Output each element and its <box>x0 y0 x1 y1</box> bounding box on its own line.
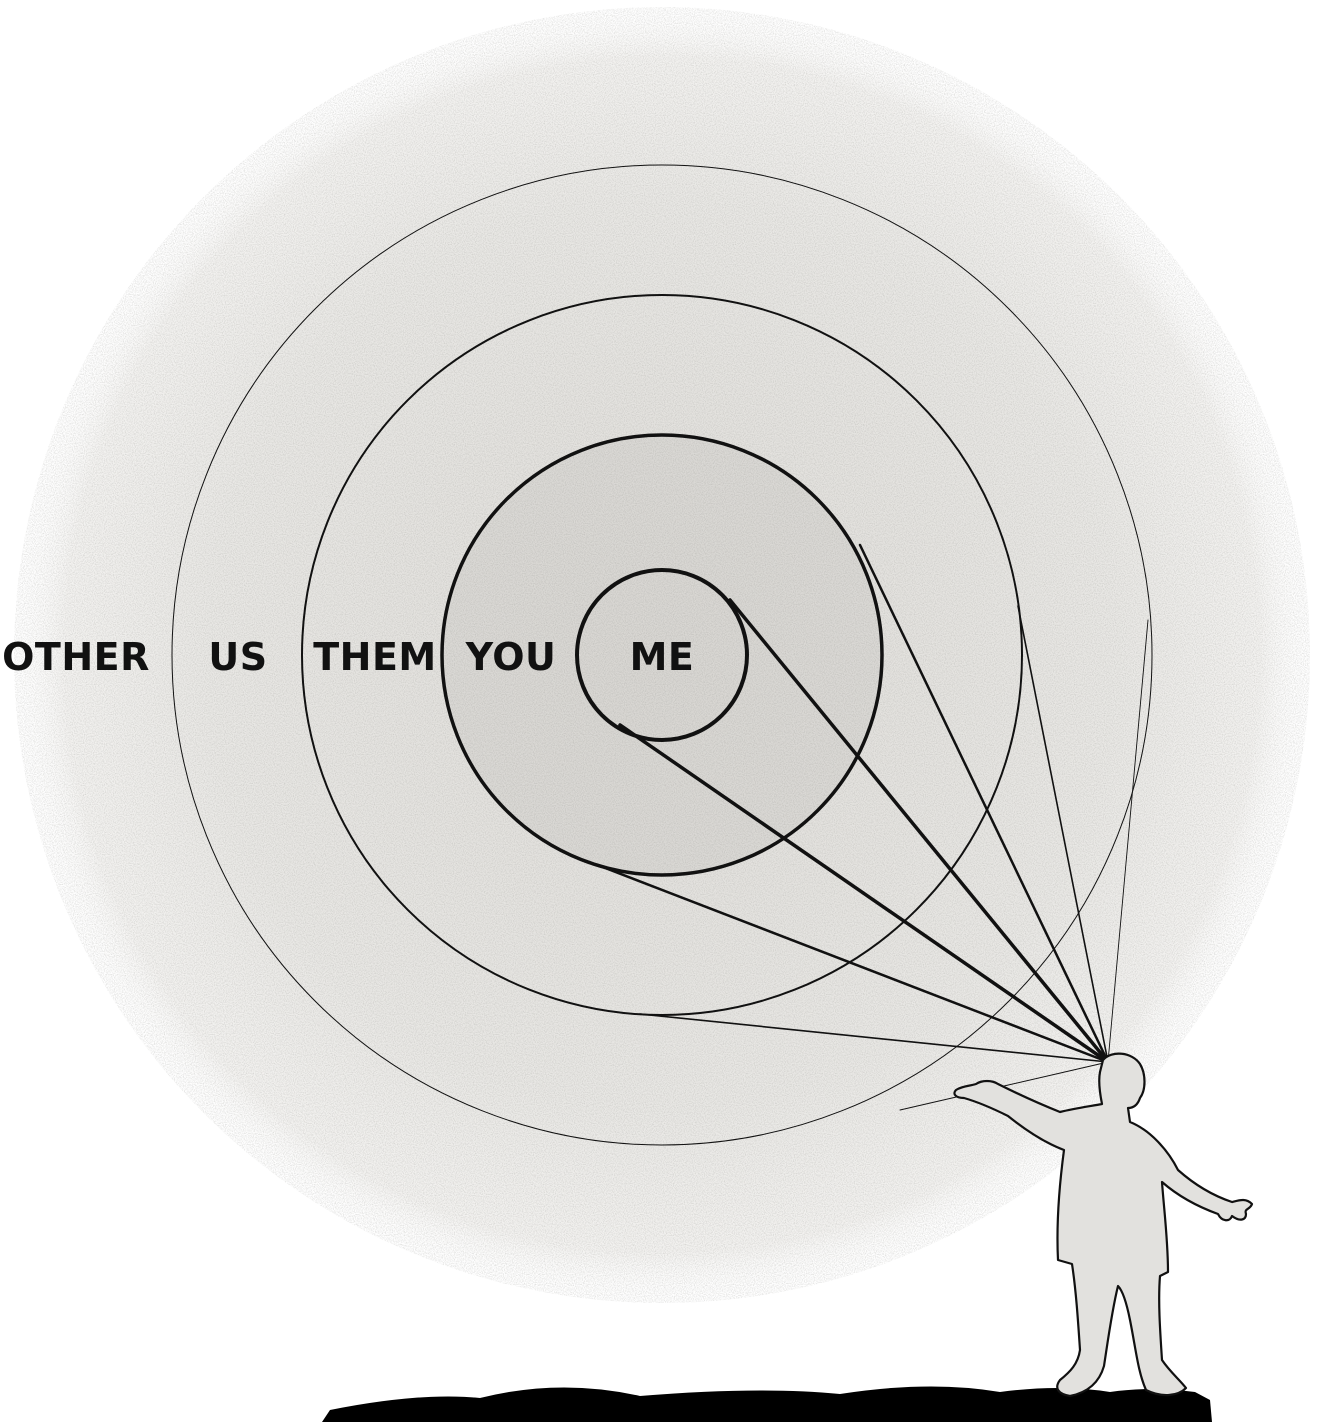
label-us: US <box>208 635 267 679</box>
label-me: ME <box>630 635 695 679</box>
person-silhouette <box>954 1054 1252 1396</box>
label-other: OTHER <box>2 635 150 679</box>
label-you: YOU <box>465 635 557 679</box>
label-them: THEM <box>313 635 437 679</box>
